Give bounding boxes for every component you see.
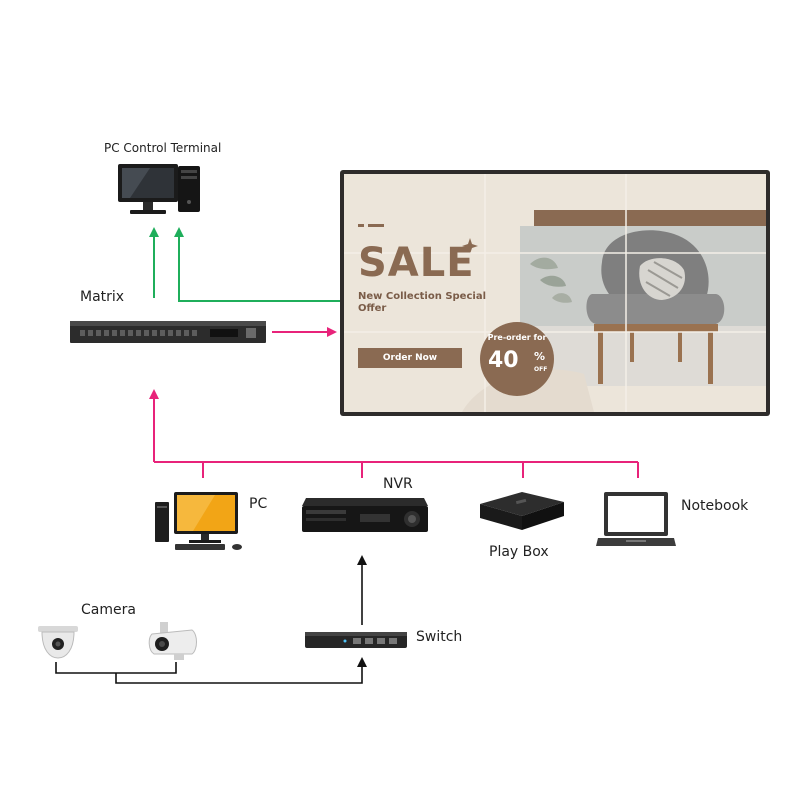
- sale-title: SALE: [358, 240, 475, 286]
- tv-box-icon: [480, 492, 564, 530]
- pc-control-terminal-label: PC Control Terminal: [104, 141, 222, 155]
- badge-pre-order-text: Pre-order for: [487, 333, 547, 342]
- discount-badge: Pre-order for 40 % OFF: [480, 322, 554, 396]
- nvr-recorder-icon: [302, 498, 428, 532]
- badge-value: 40: [488, 348, 519, 373]
- switch-label: Switch: [416, 629, 463, 645]
- network-line-camera-switch: [115, 657, 367, 684]
- video-wall-screen: SALE New Collection Special Offer Order …: [344, 174, 766, 412]
- desktop-computer-icon: [118, 164, 200, 214]
- matrix-rack-icon: [70, 321, 266, 343]
- notebook-label: Notebook: [681, 498, 749, 514]
- sale-subtitle: New Collection Special Offer: [358, 291, 486, 314]
- matrix-label: Matrix: [80, 289, 125, 305]
- network-switch-icon: [305, 632, 407, 648]
- nvr-label: NVR: [383, 476, 413, 492]
- play-box-label: Play Box: [489, 544, 549, 560]
- badge-off: OFF: [534, 366, 548, 373]
- laptop-icon: [596, 492, 676, 546]
- video-wall: SALE New Collection Special Offer Order …: [340, 170, 770, 416]
- security-camera-icon: [148, 622, 197, 660]
- pc-label: PC: [249, 496, 268, 512]
- badge-percent: %: [534, 350, 546, 363]
- security-camera-icon: [38, 626, 78, 659]
- camera-label: Camera: [81, 602, 136, 618]
- control-line-wall-up: [174, 227, 340, 302]
- video-wall-artwork: [344, 174, 766, 412]
- desktop-computer-icon: [155, 492, 242, 550]
- order-now-button: Order Now: [358, 348, 462, 368]
